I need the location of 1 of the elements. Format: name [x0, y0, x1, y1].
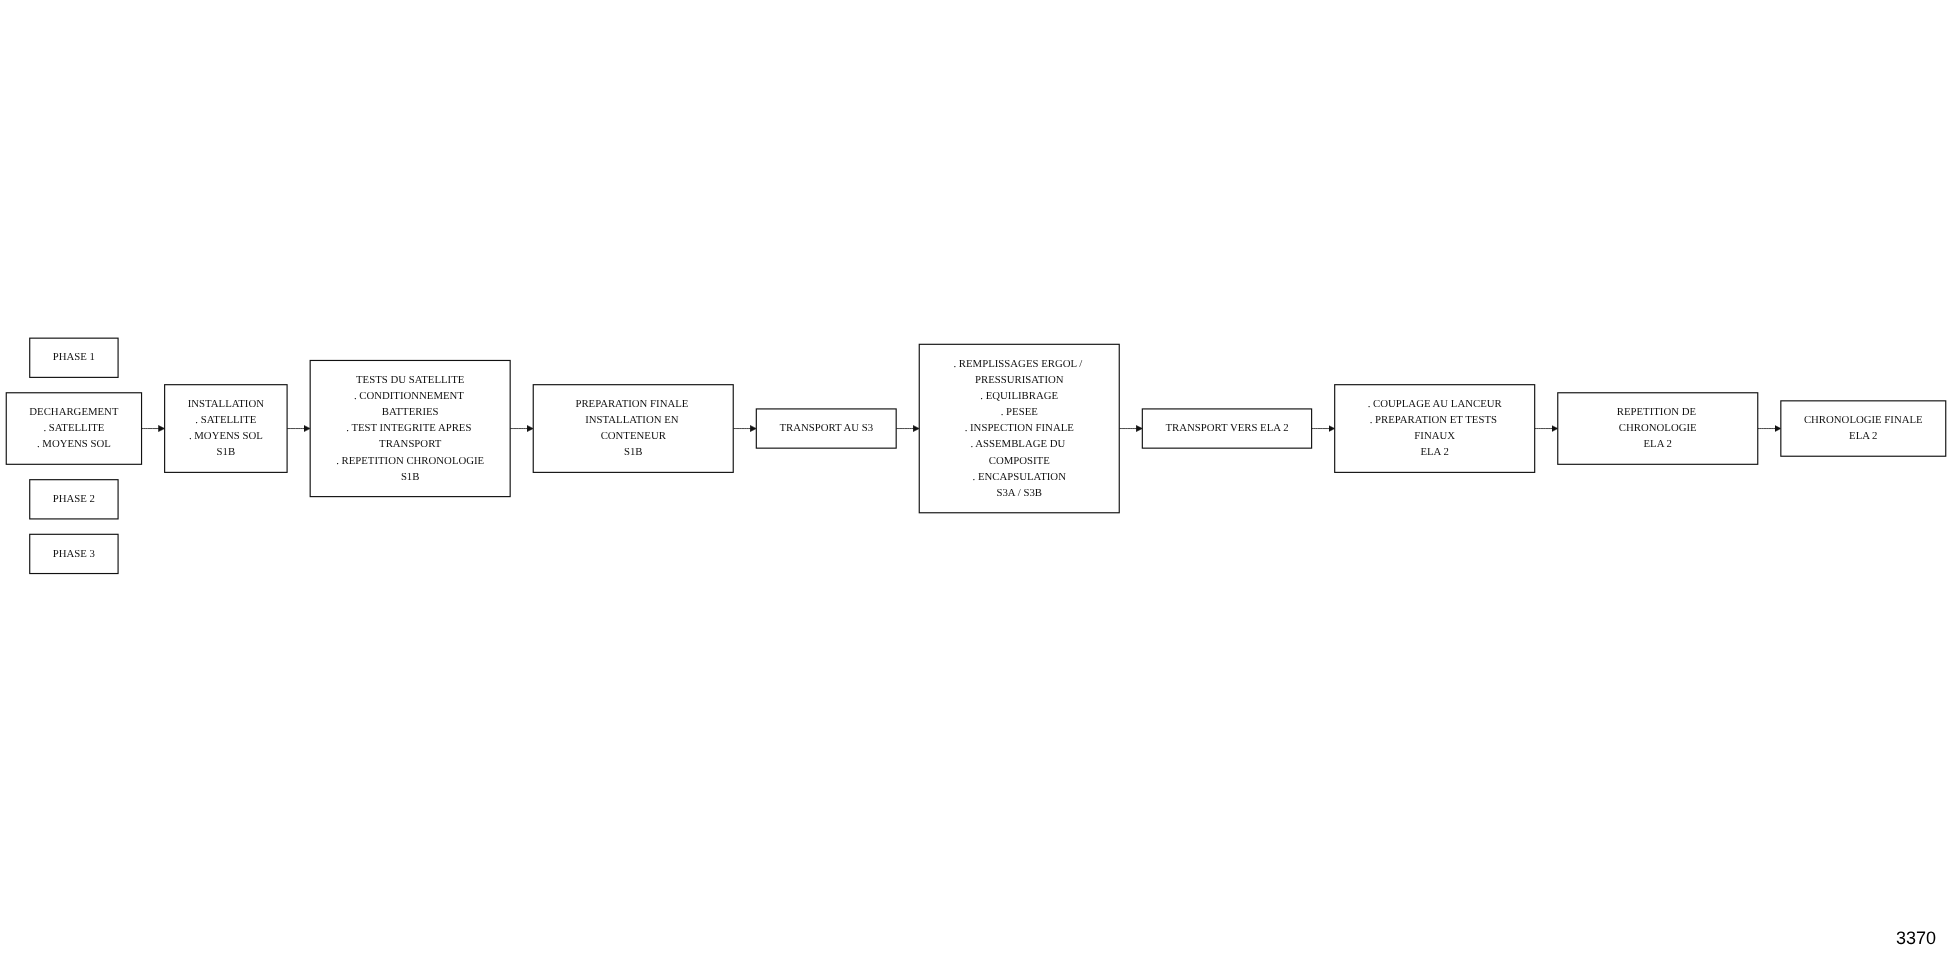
- figure-number: 3370: [1895, 928, 1936, 948]
